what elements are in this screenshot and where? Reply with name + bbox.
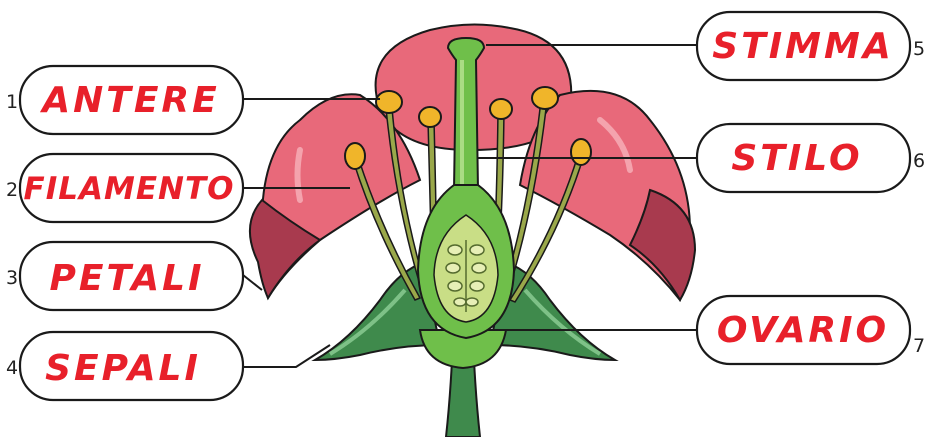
label-stilo-text: STILO <box>731 138 862 179</box>
label-ovario: OVARIO 7 <box>697 296 925 364</box>
number-1: 1 <box>6 91 18 113</box>
label-antere-text: ANTERE <box>39 80 219 121</box>
flower-illustration <box>250 24 695 437</box>
label-antere: 1 ANTERE <box>6 66 243 134</box>
label-sepali-text: SEPALI <box>45 348 201 389</box>
number-3: 3 <box>6 267 18 289</box>
number-4: 4 <box>6 357 18 379</box>
label-sepali: 4 SEPALI <box>6 332 243 400</box>
stem <box>446 360 480 437</box>
label-stimma-text: STIMMA <box>712 26 893 67</box>
label-filamento-text: FILAMENTO <box>24 171 235 207</box>
number-7: 7 <box>913 335 925 357</box>
label-stimma: STIMMA 5 <box>697 12 925 80</box>
label-petali-text: PETALI <box>50 258 205 299</box>
label-petali: 3 PETALI <box>6 242 243 310</box>
label-ovario-text: OVARIO <box>717 310 889 351</box>
label-stilo: STILO 6 <box>697 124 925 192</box>
number-2: 2 <box>6 179 18 201</box>
number-6: 6 <box>913 150 925 172</box>
number-5: 5 <box>913 38 925 60</box>
label-filamento: 2 FILAMENTO <box>6 154 243 222</box>
